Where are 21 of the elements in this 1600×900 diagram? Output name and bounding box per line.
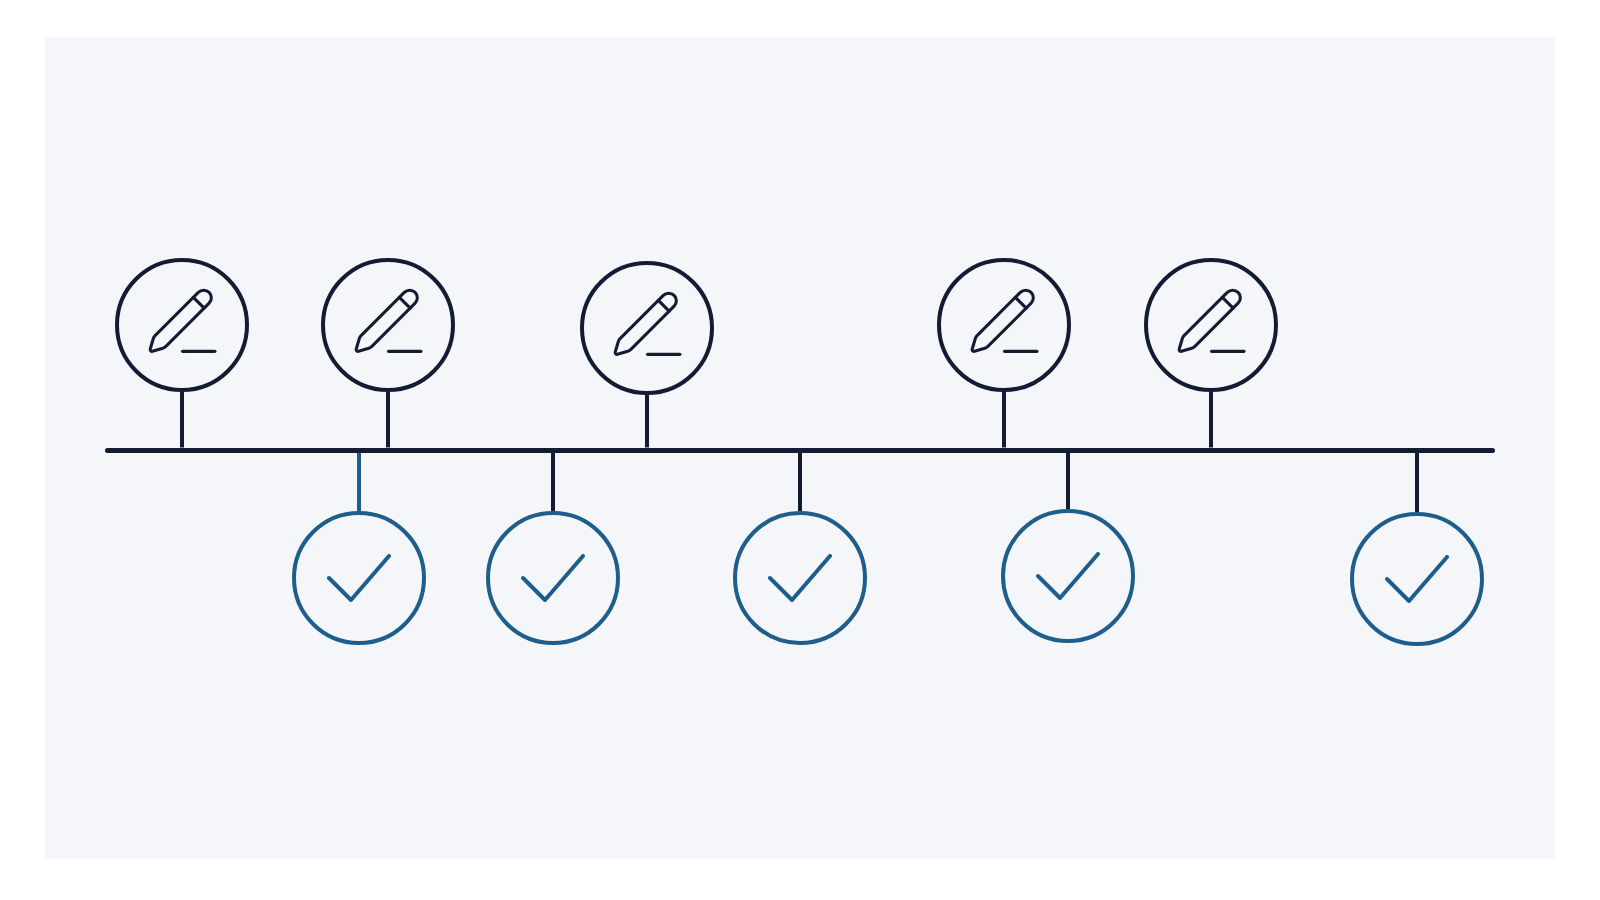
connector-line: [357, 452, 361, 511]
connector-line: [1002, 392, 1006, 448]
milestone-circle: [1001, 509, 1135, 643]
milestone-circle: [937, 258, 1071, 392]
milestone-circle: [292, 511, 426, 645]
connector-line: [551, 452, 555, 511]
connector-line: [1066, 452, 1070, 509]
milestone-circle: [1144, 258, 1278, 392]
connector-line: [1209, 392, 1213, 448]
connector-line: [386, 392, 390, 448]
milestone-circle: [733, 511, 867, 645]
connector-line: [645, 395, 649, 448]
timeline-bar: [105, 447, 1495, 453]
connector-line: [1415, 452, 1419, 512]
connector-line: [798, 452, 802, 511]
milestone-circle: [321, 258, 455, 392]
connector-line: [180, 392, 184, 448]
milestone-circle: [1350, 512, 1484, 646]
milestone-circle: [486, 511, 620, 645]
milestone-circle: [115, 258, 249, 392]
milestone-circle: [580, 261, 714, 395]
